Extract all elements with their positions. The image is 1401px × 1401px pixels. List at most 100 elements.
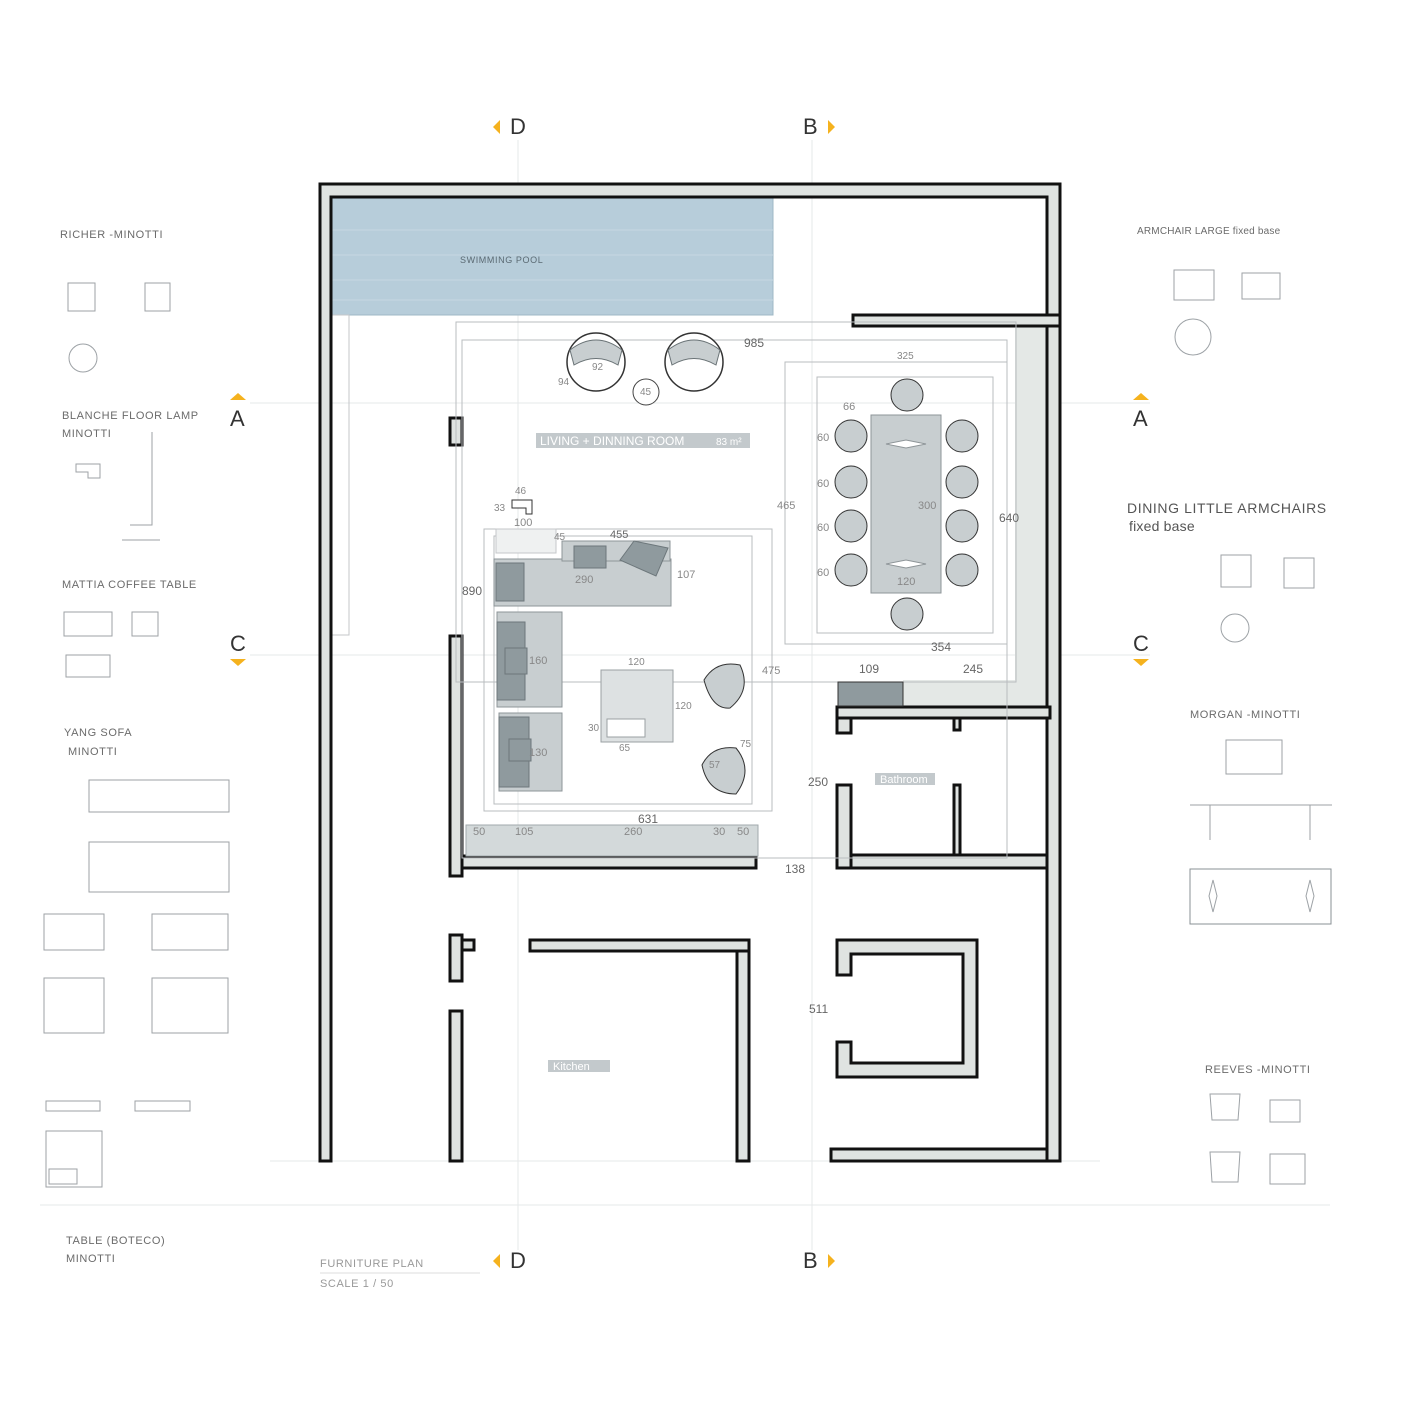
dim-105: 105 (515, 826, 533, 838)
legend-right: ARMCHAIR LARGE fixed base DINING LITTLE … (1127, 226, 1327, 1076)
dim-354: 354 (931, 640, 951, 654)
reeves-armchair-top (703, 663, 745, 709)
coffee-table-tray (606, 718, 646, 738)
dim-120-table: 120 (897, 576, 915, 588)
dim-120a: 120 (628, 657, 645, 668)
side-table (495, 528, 557, 554)
section-a-left: A (230, 406, 245, 431)
outer-walls (318, 182, 1062, 1163)
section-d-bottom: D (510, 1248, 526, 1273)
dim-46: 46 (515, 486, 527, 497)
section-b-top-arrow (828, 120, 835, 134)
dining-floor-zone (1015, 326, 1050, 708)
dim-109: 109 (859, 662, 879, 676)
legend-richer: RICHER -MINOTTI (60, 229, 163, 241)
dim-290: 290 (575, 574, 593, 586)
dim-130: 130 (529, 747, 547, 759)
richer-sketch (67, 282, 171, 373)
dim-30: 30 (588, 723, 600, 734)
dim-45s: 45 (554, 532, 566, 543)
dim-985: 985 (744, 336, 764, 350)
section-b-top: B (803, 114, 818, 139)
dim-75: 75 (740, 739, 752, 750)
deck-outline (330, 314, 350, 636)
living-area: 83 m² (716, 437, 742, 448)
yang-sofa-top (493, 540, 672, 607)
buffet-cabinet (837, 681, 904, 707)
dim-30b: 30 (713, 826, 725, 838)
dim-511: 511 (809, 1002, 828, 1016)
kitchen-label: Kitchen (553, 1061, 590, 1073)
dimension-labels: 985 325 92 94 45 66 60 60 60 60 300 465 … (462, 336, 1019, 1016)
mattia-table-sketch (63, 611, 159, 678)
dim-66: 66 (843, 401, 855, 413)
pool-lines (331, 229, 773, 301)
dim-50b: 50 (737, 826, 749, 838)
living-label-bg (536, 433, 750, 448)
reeves-armchair-sketch (1209, 1093, 1306, 1185)
swimming-pool (330, 196, 774, 316)
section-markers: D B A A C C D B (230, 114, 1149, 1273)
dim-465: 465 (777, 500, 795, 512)
section-c-left: C (230, 631, 246, 656)
dim-160: 160 (529, 655, 547, 667)
legend-reeves: REEVES -MINOTTI (1205, 1064, 1311, 1076)
dim-325: 325 (897, 351, 914, 362)
dim-890: 890 (462, 584, 482, 598)
service-floor-zone (903, 680, 1023, 708)
section-d-top-arrow (493, 120, 500, 134)
legend-morgan: MORGAN -MINOTTI (1190, 709, 1300, 721)
dim-245: 245 (963, 662, 983, 676)
yang-sofa-left (496, 611, 563, 708)
dim-250: 250 (808, 775, 828, 789)
section-d-top: D (510, 114, 526, 139)
dining-chairs (834, 378, 979, 631)
dim-120b: 120 (675, 701, 692, 712)
reeves-armchair-bottom (701, 747, 746, 795)
section-a-right-arrow (1133, 393, 1149, 400)
dim-300: 300 (918, 500, 936, 512)
yang-sofa-sketch (43, 779, 230, 1034)
morgan-table-sketch (1189, 739, 1332, 925)
dim-60c: 60 (817, 522, 829, 534)
floor-lamp (511, 499, 533, 515)
legend-blanche-1: BLANCHE FLOOR LAMP (62, 410, 199, 422)
section-c-right: C (1133, 631, 1149, 656)
living-label: LIVING + DINNING ROOM (540, 434, 684, 448)
side-table-round (632, 378, 660, 406)
legend-yang-1: YANG SOFA (64, 727, 132, 739)
section-c-left-arrow (230, 659, 246, 666)
swimming-pool-label: SWIMMING POOL (460, 255, 543, 265)
blanche-lamp-sketch (75, 432, 160, 541)
legend-mattia: MATTIA COFFEE TABLE (62, 579, 197, 591)
dim-475: 475 (762, 665, 780, 677)
lounge-armchair-right (664, 332, 724, 392)
legend-blanche-2: MINOTTI (62, 428, 111, 440)
dim-260: 260 (624, 826, 642, 838)
dim-65: 65 (619, 743, 631, 754)
dim-60d: 60 (817, 567, 829, 579)
dim-138: 138 (785, 862, 805, 876)
section-b-bottom: B (803, 1248, 818, 1273)
dim-45: 45 (640, 387, 652, 398)
legend-dining-2: fixed base (1129, 518, 1195, 534)
legend-dining-1: DINING LITTLE ARMCHAIRS (1127, 500, 1327, 516)
bathroom-label-bg (875, 773, 935, 785)
armchair-large-sketch (1173, 269, 1281, 356)
dim-107: 107 (677, 569, 695, 581)
legend-armchair-large: ARMCHAIR LARGE fixed base (1137, 226, 1281, 237)
legend-left: RICHER -MINOTTI BLANCHE FLOOR LAMP MINOT… (60, 229, 199, 1265)
dim-455: 455 (610, 529, 628, 541)
media-console (465, 824, 759, 857)
dim-631: 631 (638, 812, 658, 826)
legend-table-1: TABLE (BOTECO) (66, 1235, 165, 1247)
section-c-right-arrow (1133, 659, 1149, 666)
section-b-bottom-arrow (828, 1254, 835, 1268)
interior-walls (448, 313, 1062, 1163)
dim-50a: 50 (473, 826, 485, 838)
dim-57: 57 (709, 760, 721, 771)
section-a-right: A (1133, 406, 1148, 431)
section-d-bottom-arrow (493, 1254, 500, 1268)
lounge-armchair-left (566, 332, 626, 392)
